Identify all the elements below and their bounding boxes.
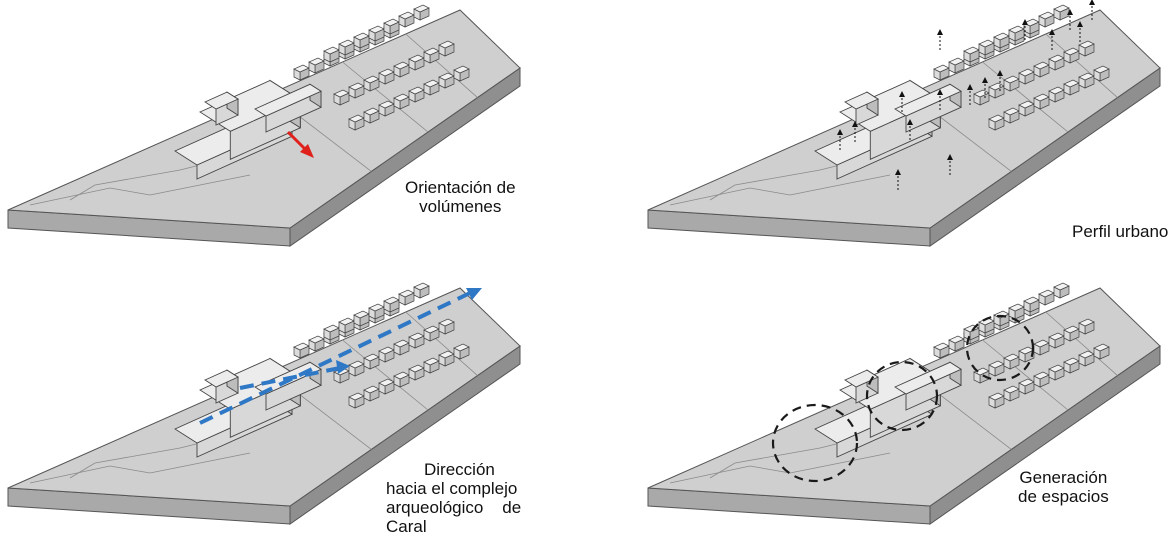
dashed-circle [771,403,859,483]
building-tower-roof [844,91,879,110]
main-building [814,357,962,458]
road-path [29,452,251,484]
height-arrow-head [907,119,913,125]
building-tower-roof [844,369,879,388]
building-tower-roof [204,91,239,110]
height-arrow-head [1067,9,1073,15]
building-wing-roof [254,83,322,117]
panel-orientation: Orientación de volúmenes [0,0,580,278]
house-rows [933,4,1110,131]
site-model-orientation [7,4,521,247]
house-roof [1053,282,1070,291]
caption-spaces: Generación de espacios [1018,468,1109,506]
caption-line: Generación [1019,468,1108,487]
blue-arrow-head [336,360,350,374]
height-arrow-head [967,84,973,90]
site-model-spaces [647,282,1161,525]
height-arrow-head [982,77,988,83]
block-divider [982,61,1069,133]
block-divider [405,311,478,376]
house-rows [293,4,470,131]
building-wing-roof [894,361,962,395]
height-arrow-head [837,129,843,135]
caption-direction: Dirección hacia el complejo arqueológico… [386,460,521,536]
caption-line: Dirección [424,460,495,479]
overlay-height-arrows [837,0,1095,190]
road-path [669,174,891,206]
house-roof [1078,40,1095,49]
dashed-circle [965,314,1035,382]
panel-space-generation: Generación de espacios [640,278,1175,556]
block-lines [669,33,1118,206]
panel-direction-caral: Dirección hacia el complejo arqueológico… [0,278,580,556]
house-roof [1053,4,1070,13]
block-divider [405,33,478,98]
road-path [29,174,251,206]
block-divider [1045,311,1118,376]
house-roof [413,282,430,291]
house-roof [413,4,430,13]
main-building [814,79,962,180]
blue-dashed-line [199,291,471,425]
caption-line: hacia el complejo [386,479,518,498]
caption-line: volúmenes [419,197,502,216]
block-divider [342,61,429,133]
height-arrow-head [997,70,1003,76]
house-roof [453,343,470,352]
house-roof [1093,65,1110,74]
height-arrow-head [937,89,943,95]
caption-line: Orientación de [405,178,516,197]
site-model-direction [7,282,521,525]
height-arrow-head [895,169,901,175]
caption-urban-profile: Perfil urbano [1072,222,1168,241]
caption-line: Caral [386,517,427,536]
road-path [669,452,891,484]
block-divider [982,339,1069,411]
blue-arrow-head [466,288,482,300]
house-roof [1093,343,1110,352]
height-arrow-head [1089,0,1095,5]
block-divider [342,339,429,411]
main-building [174,79,322,180]
building-wing-roof [894,83,962,117]
overlay-blue-dashed-arrows [199,288,482,425]
height-arrow-head [852,121,858,127]
dashed-circle [865,360,939,432]
building-tower-roof [204,369,239,388]
height-arrow-head [899,91,905,97]
house-rows [293,282,470,409]
caption-line: arqueológico de [386,498,522,517]
house-roof [1078,318,1095,327]
block-divider [1045,33,1118,98]
height-arrow-head [1077,21,1083,27]
panel-urban-profile: Perfil urbano [640,0,1175,278]
red-arrow-head [300,144,314,158]
caption-line: de espacios [1018,487,1109,506]
site-model-urban-profile [647,0,1161,247]
height-arrow-head [1049,29,1055,35]
caption-orientation: Orientación de volúmenes [405,178,516,216]
house-roof [438,40,455,49]
height-arrow-head [947,154,953,160]
house-rows [933,282,1110,409]
house-roof [453,65,470,74]
blue-dashed-line [239,366,341,390]
caption-line: Perfil urbano [1072,222,1169,241]
height-arrow-head [937,29,943,35]
overlay-dashed-circles [771,314,1035,483]
height-arrow-head [1022,19,1028,25]
house-roof [438,318,455,327]
overlay-red-arrow [286,130,314,158]
